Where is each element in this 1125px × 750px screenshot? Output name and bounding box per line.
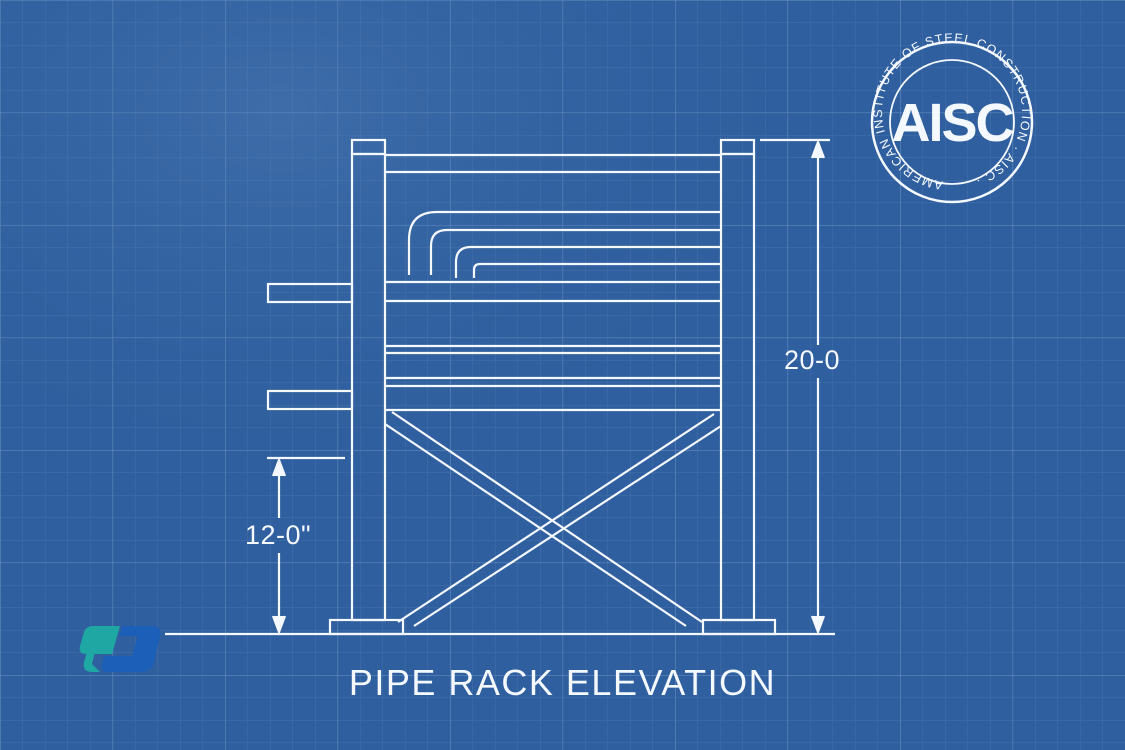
drawing-title: PIPE RACK ELEVATION	[348, 662, 777, 703]
lower-tier-dimension-line	[267, 456, 345, 636]
pipe-run	[407, 210, 721, 278]
middle-pipe-lines	[385, 344, 721, 355]
cantilever-arm-lower	[266, 389, 354, 411]
upper-tier-beam	[385, 280, 721, 303]
overall-height-dimension-label: 20-0	[784, 345, 841, 375]
x-bracing	[384, 411, 722, 627]
lower-tier-dimension-label: 12-0"	[245, 520, 312, 550]
top-beam	[385, 153, 721, 174]
svg-text:AISC: AISC	[891, 93, 1013, 153]
cantilever-arm-upper	[266, 282, 354, 304]
company-logo	[79, 626, 161, 672]
overall-height-dimension-line	[760, 138, 830, 636]
lower-tier-beam	[385, 376, 721, 412]
